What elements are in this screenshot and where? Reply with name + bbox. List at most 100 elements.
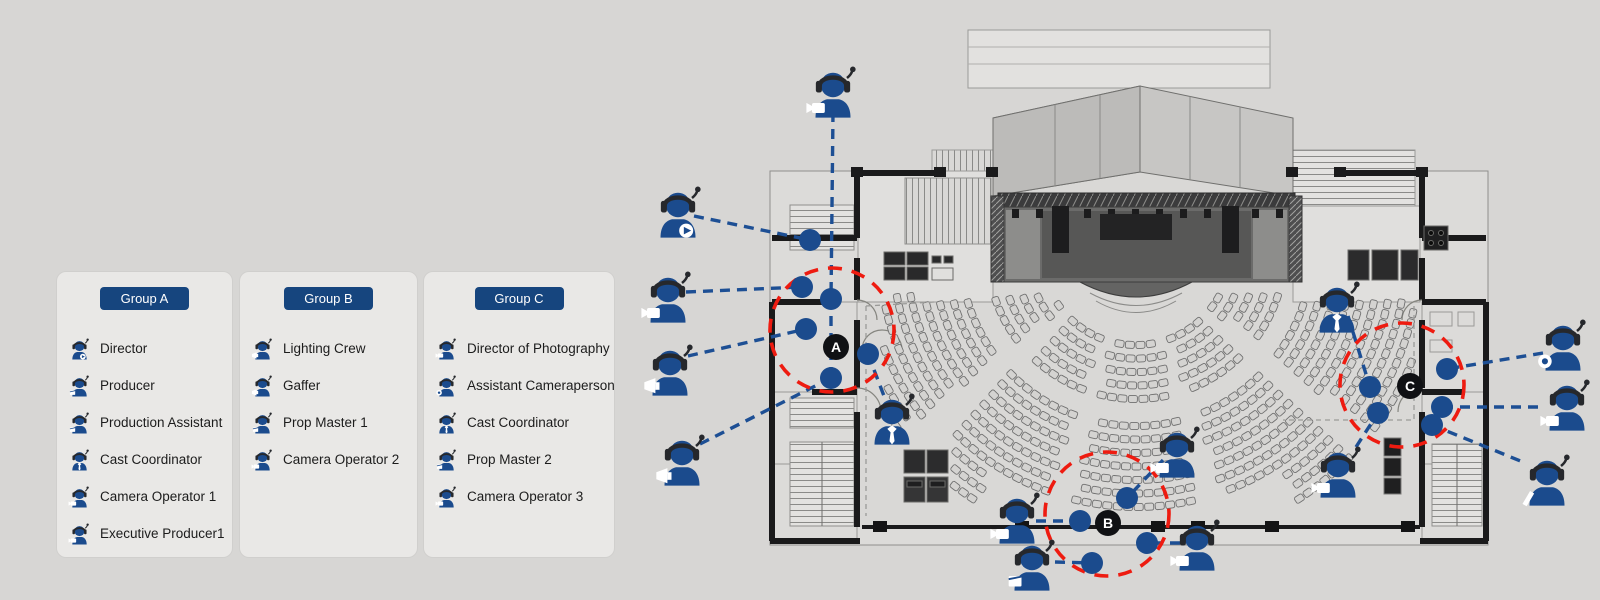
seat xyxy=(1066,348,1078,359)
member-label: Executive Producer1 xyxy=(100,526,225,541)
seat xyxy=(1096,390,1107,400)
seat xyxy=(1213,445,1224,455)
seat xyxy=(1297,301,1308,312)
member-lighting-crew[interactable]: Lighting Crew xyxy=(251,330,417,367)
seat xyxy=(961,328,971,340)
seat xyxy=(922,370,933,382)
seat xyxy=(966,493,978,504)
seat xyxy=(1235,479,1246,490)
seat xyxy=(1132,476,1143,484)
seat xyxy=(918,331,928,343)
seat xyxy=(1262,380,1274,392)
seat xyxy=(1319,375,1331,387)
seat xyxy=(1206,357,1217,368)
seat xyxy=(1258,419,1270,430)
seat xyxy=(1253,329,1264,341)
seat xyxy=(980,336,991,347)
seat xyxy=(1264,396,1276,408)
seat xyxy=(1143,489,1154,498)
headset-left-4[interactable] xyxy=(656,435,704,486)
member-producer[interactable]: Producer xyxy=(68,367,232,404)
member-camera-operator-1[interactable]: Camera Operator 1 xyxy=(68,478,232,515)
seat xyxy=(1164,500,1176,509)
seat xyxy=(1198,377,1210,388)
member-director[interactable]: Director xyxy=(68,330,232,367)
headset-person-icon xyxy=(251,374,273,397)
seat xyxy=(1381,348,1391,360)
headset-left-1[interactable] xyxy=(661,187,701,238)
seat xyxy=(1067,409,1079,420)
seat xyxy=(1297,440,1308,451)
seat xyxy=(986,423,997,435)
seat xyxy=(995,305,1005,317)
seat xyxy=(1121,475,1132,484)
headset-zoneb-bottom[interactable] xyxy=(1007,540,1055,591)
seat xyxy=(1402,328,1413,339)
member-production-assistant[interactable]: Production Assistant xyxy=(68,404,232,441)
seat xyxy=(1241,431,1252,442)
seat xyxy=(941,349,952,361)
seat xyxy=(1009,304,1020,316)
seat xyxy=(1048,430,1060,441)
member-gaffer[interactable]: Gaffer xyxy=(251,367,417,404)
seat xyxy=(1228,391,1239,402)
seat xyxy=(1125,354,1136,363)
seat xyxy=(1222,441,1234,451)
seat xyxy=(1012,473,1023,483)
seat xyxy=(1332,444,1344,455)
link-node xyxy=(820,367,842,389)
seat xyxy=(1234,465,1245,476)
group-c-button[interactable]: Group C xyxy=(474,287,564,310)
headset-left-3[interactable] xyxy=(644,345,692,396)
seat xyxy=(904,333,914,344)
seat xyxy=(970,409,982,421)
seat xyxy=(1391,357,1402,369)
seat xyxy=(1135,340,1146,349)
member-camera-operator-2[interactable]: Camera Operator 2 xyxy=(251,441,417,478)
seat xyxy=(1216,366,1228,378)
zone-label-B xyxy=(1095,510,1121,536)
seat xyxy=(917,361,928,373)
headset-person-icon xyxy=(251,337,273,360)
seat xyxy=(967,460,979,471)
seat xyxy=(1289,348,1300,359)
headset-right-3[interactable] xyxy=(1522,455,1570,507)
seat xyxy=(1118,421,1129,430)
member-cast-coordinator[interactable]: Cast Coordinator xyxy=(68,441,232,478)
member-director-of-photography[interactable]: Director of Photography xyxy=(435,330,614,367)
seat xyxy=(1146,353,1157,362)
seat xyxy=(975,327,986,338)
headset-right-1[interactable] xyxy=(1538,320,1585,371)
seat xyxy=(927,350,938,362)
member-assistant-cameraperson[interactable]: Assistant Cameraperson xyxy=(435,367,615,404)
seat xyxy=(1270,444,1282,455)
seat xyxy=(1366,309,1376,320)
seat xyxy=(1088,430,1099,440)
seat xyxy=(1290,462,1302,474)
group-c-panel: Group C Director of Photography Assistan… xyxy=(424,272,615,557)
seat xyxy=(1130,449,1141,457)
group-b-button[interactable]: Group B xyxy=(284,287,373,310)
headset-right-2[interactable] xyxy=(1540,380,1589,431)
seat xyxy=(943,377,954,389)
seat xyxy=(1099,460,1111,469)
seat xyxy=(1301,472,1312,483)
seat xyxy=(977,433,988,445)
backwall-consoles-right xyxy=(1347,225,1449,281)
seat xyxy=(1039,395,1050,406)
member-executive-producer1[interactable]: Executive Producer1 xyxy=(68,515,232,552)
zone-label-text-B: B xyxy=(1103,515,1113,531)
link-node xyxy=(1431,396,1453,418)
seat xyxy=(1089,458,1100,467)
headset-left-2[interactable] xyxy=(641,272,690,323)
seat xyxy=(1177,357,1189,368)
group-b-members: Lighting Crew Gaffer Prop Master 1 Camer… xyxy=(240,330,417,478)
headset-top-camera[interactable] xyxy=(806,67,855,118)
member-cast-coordinator[interactable]: Cast Coordinator xyxy=(435,404,614,441)
group-a-button[interactable]: Group A xyxy=(100,287,189,310)
member-prop-master-1[interactable]: Prop Master 1 xyxy=(251,404,417,441)
member-prop-master-2[interactable]: Prop Master 2 xyxy=(435,441,614,478)
member-camera-operator-3[interactable]: Camera Operator 3 xyxy=(435,478,614,515)
seat xyxy=(1048,352,1060,364)
seat xyxy=(951,447,963,458)
